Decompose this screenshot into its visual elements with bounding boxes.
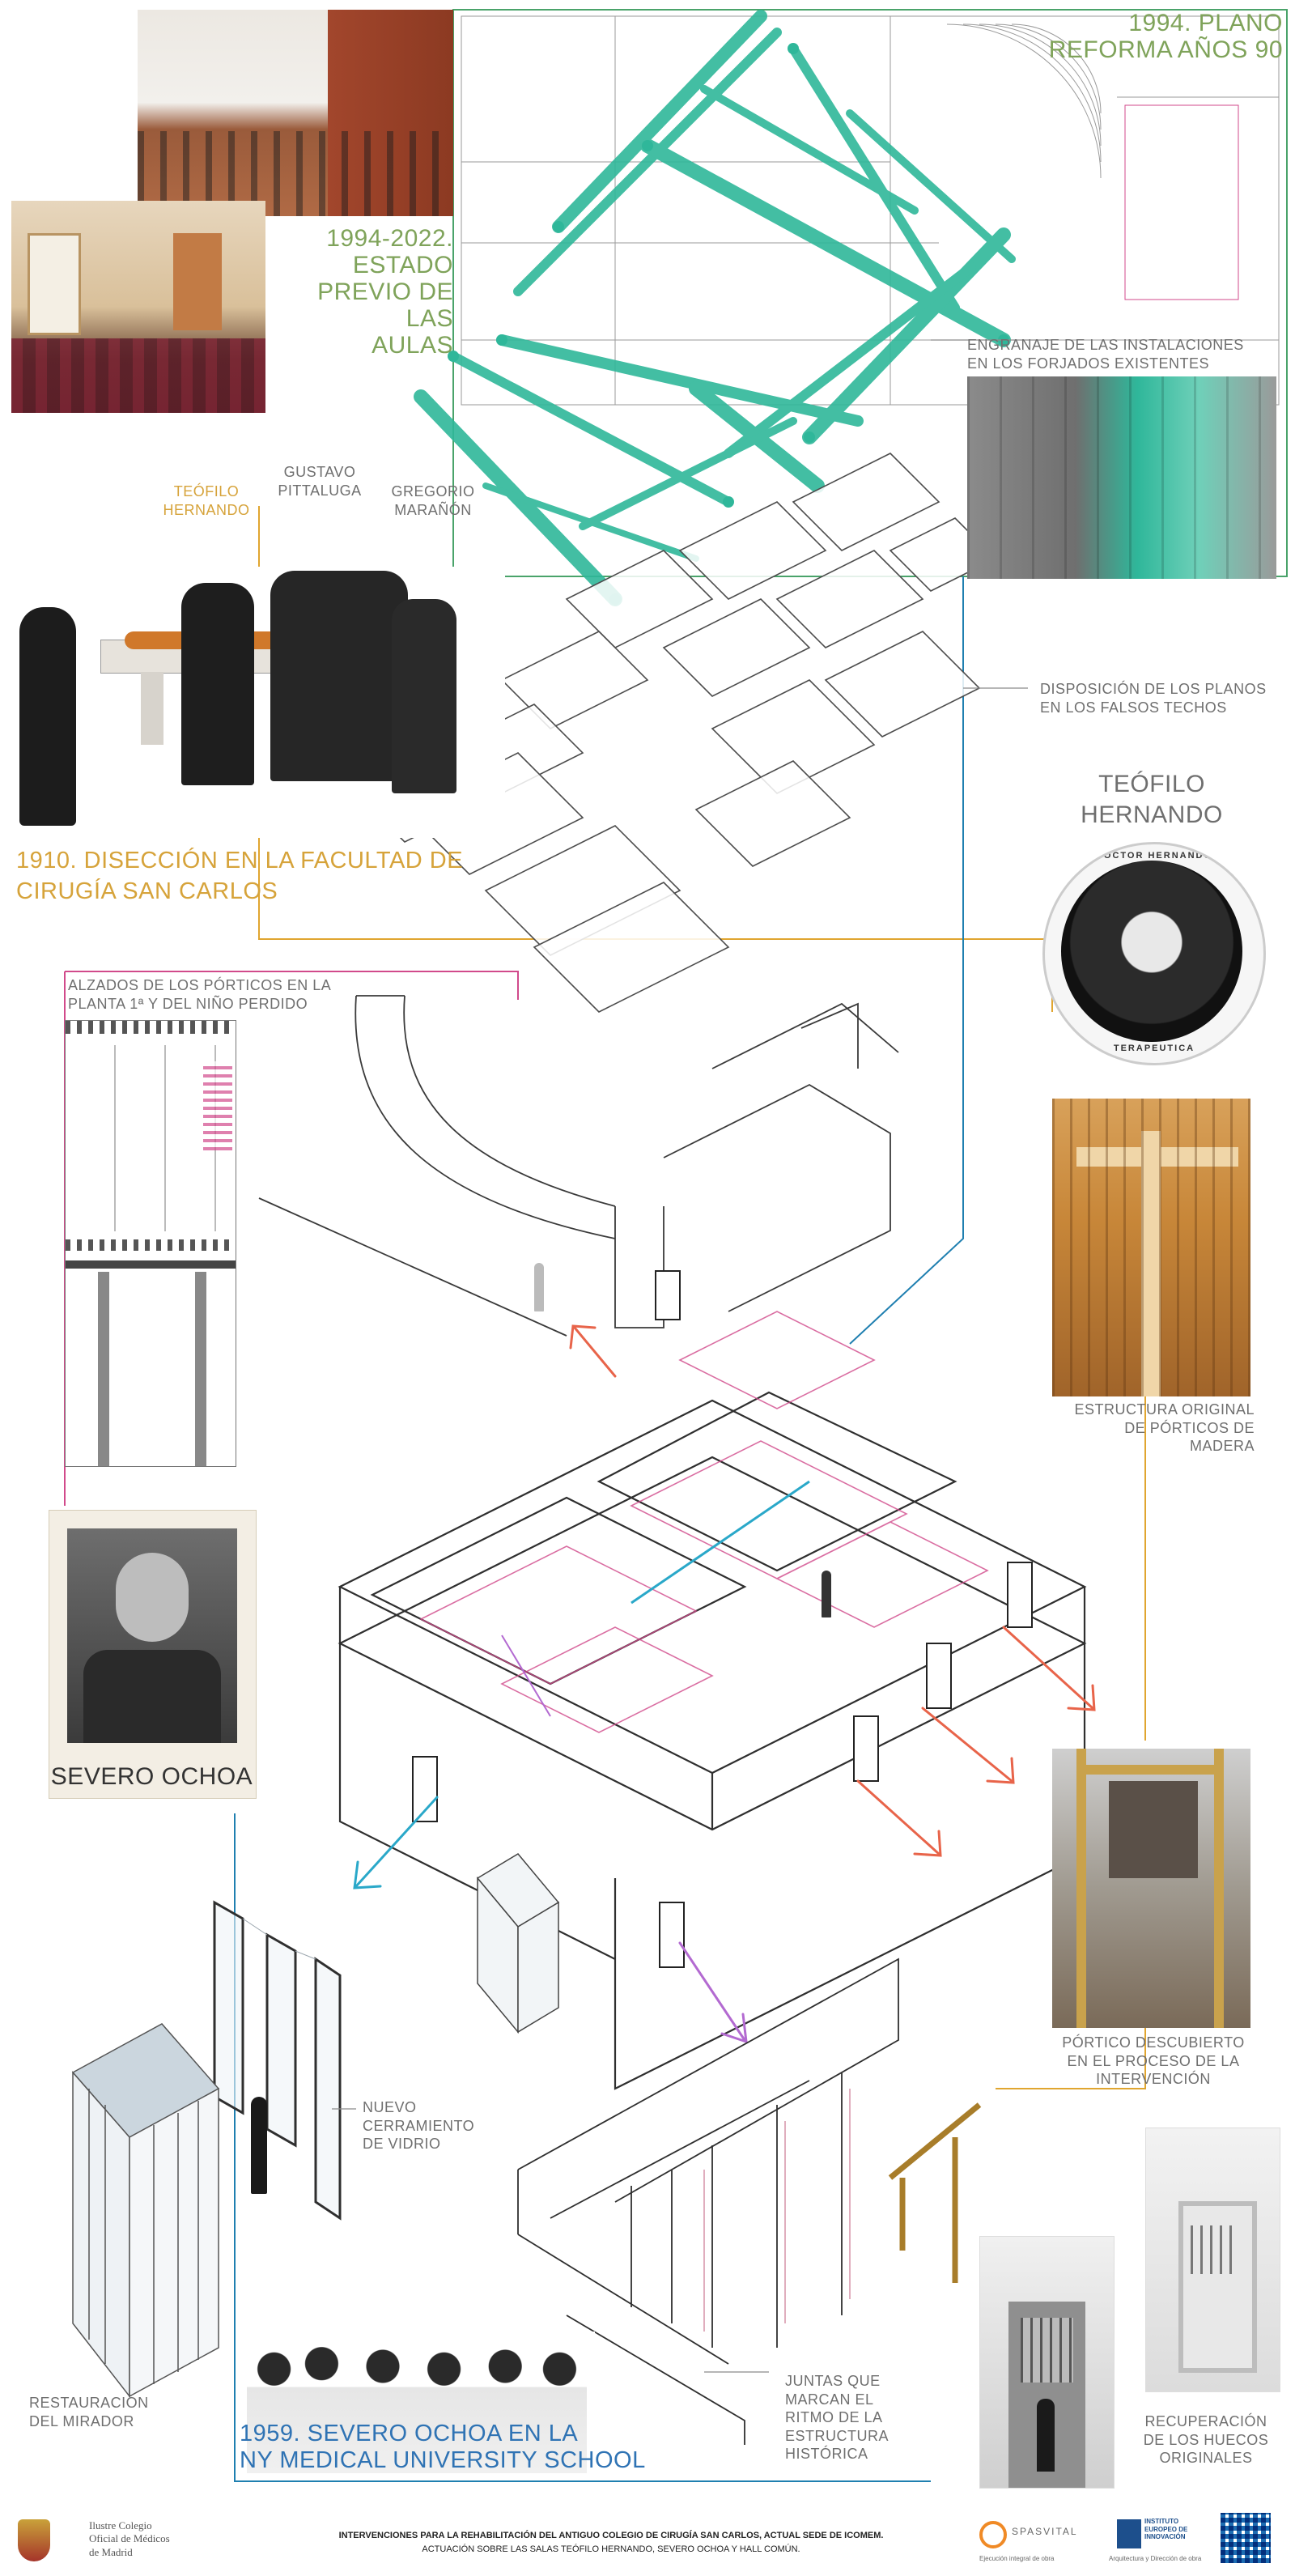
dissection-photo <box>11 567 505 838</box>
huecos-photo-1 <box>1145 2128 1280 2392</box>
huecos-photo-2 <box>979 2236 1115 2489</box>
figure-glass <box>251 2097 267 2194</box>
plan-1994-title: 1994. PLANO REFORMA AÑOS 90 <box>1048 10 1283 63</box>
crest-icon <box>18 2519 50 2561</box>
footer-title-1: INTERVENCIONES PARA LA REHABILITACIÓN DE… <box>338 2531 884 2540</box>
disposicion-label: DISPOSICIÓN DE LOS PLANOS EN LOS FALSOS … <box>1040 681 1267 716</box>
iei-logo-icon <box>1117 2519 1141 2548</box>
aulas-title: 1994-2022. ESTADO PREVIO DE LAS AULAS <box>317 225 453 359</box>
spasvital-name: SPASVITAL <box>1012 2526 1078 2537</box>
portico-found-photo <box>1052 1749 1250 2028</box>
rotunda-volume <box>258 995 899 1337</box>
plan-1994 <box>461 15 1280 406</box>
spasvital-logo-icon <box>979 2521 1007 2548</box>
classroom-photo-1 <box>138 10 453 216</box>
restauracion-label: RESTAURACIÓN DEL MIRADOR <box>29 2395 149 2429</box>
engranaje-label: ENGRANAJE DE LAS INSTALACIONES EN LOS FO… <box>967 337 1244 372</box>
portico-label: PÓRTICO DESCUBIERTO EN EL PROCESO DE LA … <box>1062 2034 1245 2087</box>
figure-rotunda <box>534 1263 544 1311</box>
diseccion-title: 1910. DISECCIÓN EN LA FACULTAD DE CIRUGÍ… <box>16 848 464 904</box>
main-floor-volume <box>338 1391 1087 2090</box>
direction-arrows <box>353 1324 1096 2044</box>
spasvital-sub: Ejecución integral de obra <box>979 2555 1055 2562</box>
installations-photo <box>967 376 1276 579</box>
severo-label: SEVERO OCHOA <box>50 1763 253 1790</box>
severo-ochoa-photo <box>49 1510 257 1799</box>
iei-name: INSTITUTO EUROPEO DE INNOVACIÓN <box>1144 2518 1188 2541</box>
qr-code-icon[interactable] <box>1221 2513 1271 2563</box>
estructura-label: ESTRUCTURA ORIGINAL DE PÓRTICOS DE MADER… <box>1074 1401 1255 1454</box>
glass-enclosure <box>213 1900 342 2221</box>
alzados-drawing <box>65 1020 236 1467</box>
alzados-frame <box>65 971 519 1000</box>
portrait-ring-top: DOCTOR HERNANDO <box>1095 851 1213 861</box>
teofilo-small-label: TEÓFILO HERNANDO <box>163 483 250 518</box>
gregorio-label: GREGORIO MARAÑÓN <box>391 483 475 518</box>
figure-room <box>822 1571 831 1617</box>
golden-portico <box>888 2102 982 2283</box>
wood-structure-photo <box>1052 1099 1250 1396</box>
classroom-photo-2 <box>11 201 265 413</box>
juntas-label: JUNTAS QUE MARCAN EL RITMO DE LA ESTRUCT… <box>785 2373 890 2462</box>
footer: Ilustre Colegio Oficial de Médicos de Ma… <box>0 2502 1295 2576</box>
footer-title-2: ACTUACIÓN SOBRE LAS SALAS TEÓFILO HERNAN… <box>422 2544 800 2554</box>
iei-sub: Arquitectura y Dirección de obra <box>1109 2555 1202 2562</box>
hvac-ducts <box>414 10 1016 606</box>
recuperacion-label: RECUPERACIÓN DE LOS HUECOS ORIGINALES <box>1143 2413 1269 2466</box>
alzados-label: ALZADOS DE LOS PÓRTICOS EN LA PLANTA 1ª … <box>68 977 332 1012</box>
mirador <box>71 2023 220 2399</box>
ny-1959-photo <box>239 2332 595 2473</box>
teofilo-portrait: DOCTOR HERNANDO TERAPEUTICA <box>1042 842 1266 1065</box>
ny-1959-title: 1959. SEVERO OCHOA EN LA NY MEDICAL UNIV… <box>240 2421 646 2474</box>
footer-org: Ilustre Colegio Oficial de Médicos de Ma… <box>89 2519 170 2558</box>
ground-floor-volume <box>517 1958 899 2445</box>
portrait-ring-bottom: TERAPEUTICA <box>1113 1044 1195 1053</box>
teofilo-big-label: TEÓFILO HERNANDO <box>1081 771 1223 828</box>
nuevo-label: NUEVO CERRAMIENTO DE VIDRIO <box>363 2099 475 2152</box>
gustavo-label: GUSTAVO PITTALUGA <box>278 464 362 499</box>
